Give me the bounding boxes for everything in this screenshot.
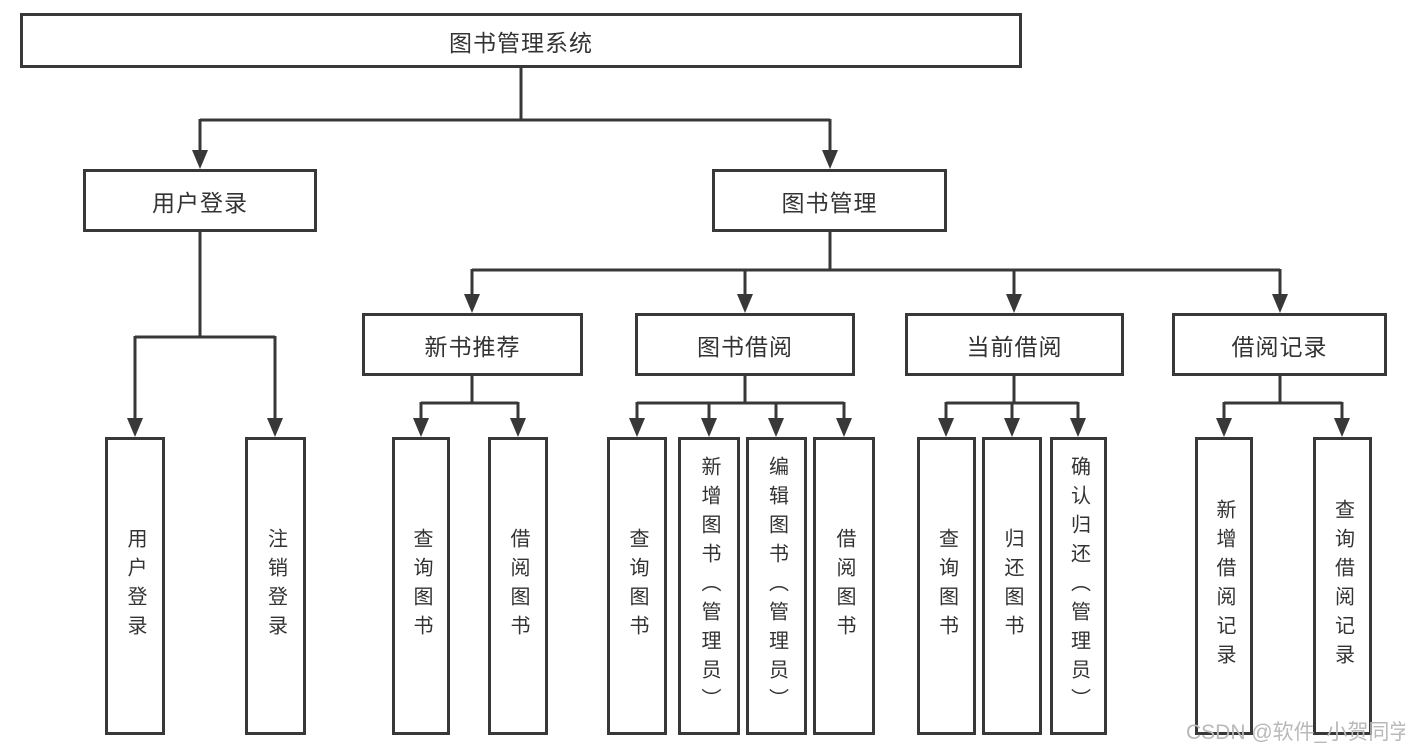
leaf-logout-label: 注销登录 xyxy=(264,528,287,644)
leaf-user-login: 用户登录 xyxy=(105,437,165,735)
node-book-management-label: 图书管理 xyxy=(781,189,878,216)
node-new-book-recommend: 新书推荐 xyxy=(362,313,583,376)
leaf-borrow-book-recommend-label: 借阅图书 xyxy=(507,528,529,644)
node-borrow-record-label: 借阅记录 xyxy=(1231,333,1328,360)
leaf-add-borrow-record-label: 新增借阅记录 xyxy=(1213,499,1235,673)
leaf-confirm-return-admin: 确认归还（管理员） xyxy=(1050,437,1107,735)
arrowheads xyxy=(127,150,1350,437)
csdn-watermark: CSDN @软件_小贺同学 xyxy=(1186,721,1405,744)
leaf-borrow-book-recommend: 借阅图书 xyxy=(488,437,548,735)
leaf-borrow-book-borrow-label: 借阅图书 xyxy=(833,528,855,644)
node-user-login-label: 用户登录 xyxy=(152,189,248,216)
leaf-return-book: 归还图书 xyxy=(982,437,1042,735)
leaf-query-book-current: 查询图书 xyxy=(917,437,976,735)
leaf-query-book-borrow-label: 查询图书 xyxy=(626,528,648,644)
leaf-add-book-admin: 新增图书（管理员） xyxy=(678,437,740,735)
node-current-borrow-label: 当前借阅 xyxy=(966,333,1063,360)
node-user-login: 用户登录 xyxy=(83,169,317,232)
leaf-add-borrow-record: 新增借阅记录 xyxy=(1195,437,1253,735)
leaf-return-book-label: 归还图书 xyxy=(1001,528,1023,644)
node-book-borrow: 图书借阅 xyxy=(635,313,855,376)
leaf-query-book-recommend-label: 查询图书 xyxy=(410,528,432,644)
leaf-edit-book-admin-label: 编辑图书（管理员） xyxy=(765,455,788,717)
leaf-borrow-book-borrow: 借阅图书 xyxy=(813,437,875,735)
leaf-edit-book-admin: 编辑图书（管理员） xyxy=(746,437,807,735)
node-book-management: 图书管理 xyxy=(712,169,947,232)
node-root-label: 图书管理系统 xyxy=(449,29,593,56)
leaf-query-book-recommend: 查询图书 xyxy=(392,437,450,735)
leaf-query-book-current-label: 查询图书 xyxy=(935,528,958,644)
leaf-query-book-borrow: 查询图书 xyxy=(607,437,667,735)
leaf-query-borrow-record: 查询借阅记录 xyxy=(1313,437,1372,735)
node-new-book-recommend-label: 新书推荐 xyxy=(424,333,521,360)
node-book-borrow-label: 图书借阅 xyxy=(697,333,793,360)
node-current-borrow: 当前借阅 xyxy=(905,313,1124,376)
leaf-logout: 注销登录 xyxy=(245,437,306,735)
node-borrow-record: 借阅记录 xyxy=(1172,313,1387,376)
leaf-user-login-label: 用户登录 xyxy=(124,528,146,644)
node-root-system: 图书管理系统 xyxy=(20,13,1022,68)
leaf-confirm-return-admin-label: 确认归还（管理员） xyxy=(1067,455,1090,717)
leaf-add-book-admin-label: 新增图书（管理员） xyxy=(698,455,720,717)
leaf-query-borrow-record-label: 查询借阅记录 xyxy=(1331,499,1354,673)
